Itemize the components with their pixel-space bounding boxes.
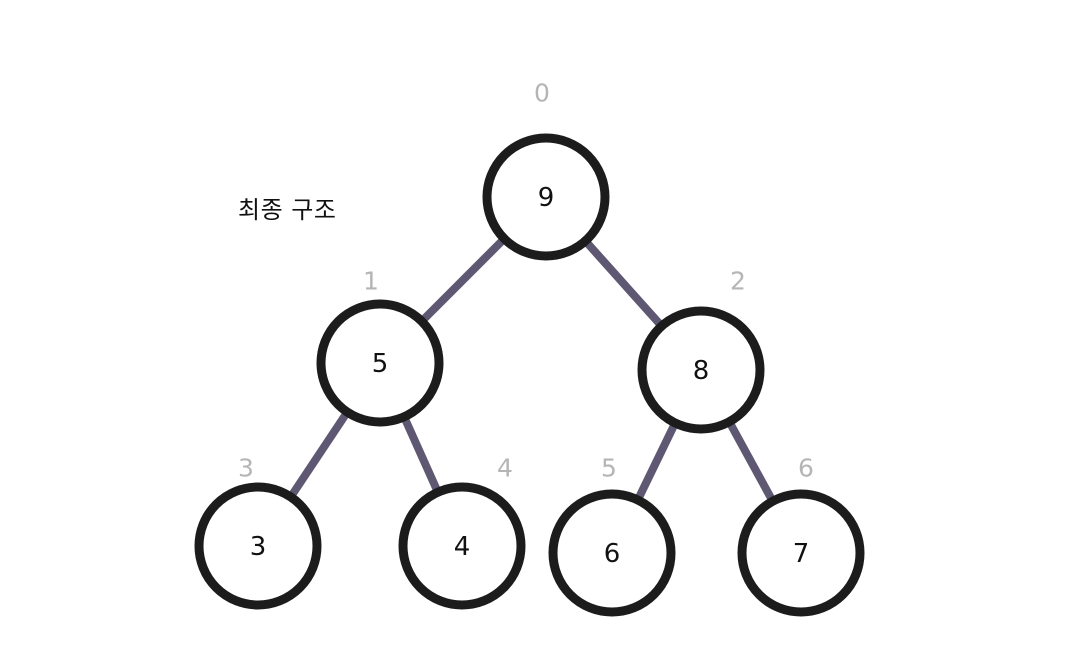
node-circle — [316, 299, 444, 427]
diagram-title: 최종 구조 — [238, 196, 337, 224]
node-index-label: 3 — [238, 454, 254, 483]
node-circle — [637, 306, 765, 434]
node-value: 8 — [693, 356, 710, 386]
tree-node-1: 51 — [316, 267, 444, 427]
node-value: 7 — [793, 539, 810, 569]
edge-0-2 — [581, 236, 666, 331]
node-index-label: 0 — [534, 79, 550, 108]
node-index-label: 5 — [601, 454, 617, 483]
edge-2-6 — [725, 417, 777, 506]
tree-node-4: 44 — [398, 454, 526, 610]
tree-node-2: 82 — [637, 267, 765, 434]
node-circle — [194, 482, 322, 610]
node-value: 5 — [372, 349, 389, 379]
node-circle — [548, 489, 676, 617]
tree-node-0: 90 — [482, 79, 610, 261]
node-circle — [737, 489, 865, 617]
node-value: 4 — [454, 532, 471, 562]
edge-1-4 — [400, 412, 442, 497]
tree-node-6: 76 — [737, 454, 865, 617]
tree-node-5: 65 — [548, 454, 676, 617]
node-index-label: 1 — [363, 267, 379, 296]
node-index-label: 2 — [730, 267, 746, 296]
node-circle — [482, 133, 610, 261]
node-value: 3 — [250, 532, 267, 562]
edge-0-1 — [417, 234, 509, 326]
node-index-label: 6 — [798, 454, 814, 483]
tree-node-3: 33 — [194, 454, 322, 610]
node-circle — [398, 482, 526, 610]
node-index-label: 4 — [497, 454, 513, 483]
edge-1-3 — [286, 408, 352, 501]
node-value: 9 — [538, 183, 555, 213]
edge-2-5 — [633, 419, 680, 504]
tree-edges — [286, 234, 777, 506]
node-value: 6 — [604, 539, 621, 569]
